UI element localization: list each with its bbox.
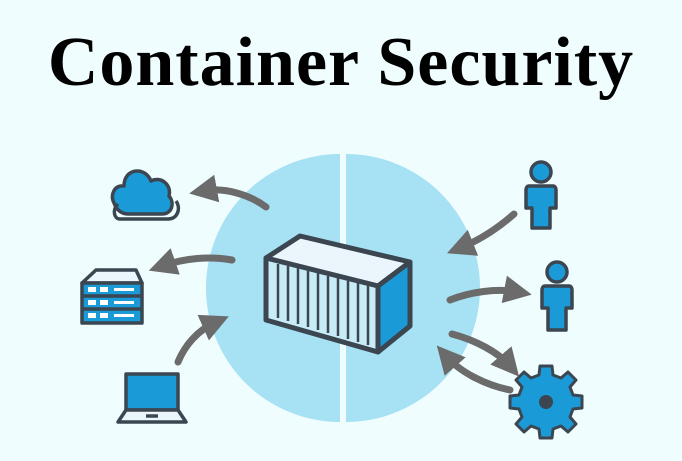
container-ribs xyxy=(276,264,370,345)
arrow-to-gear xyxy=(448,330,520,377)
container-end xyxy=(375,259,413,355)
user-icon-middle xyxy=(540,260,574,332)
page-title: Container Security xyxy=(47,24,635,101)
cloud-icon xyxy=(110,169,181,221)
arrow-from-laptop xyxy=(174,314,229,366)
arrow-to-cloud xyxy=(189,174,270,211)
user-icon-top xyxy=(524,160,558,230)
arrow-from-user-top xyxy=(447,210,518,256)
server-icon xyxy=(80,268,144,325)
arrows xyxy=(148,174,532,394)
arrow-to-server xyxy=(148,248,236,275)
arrow-to-user-middle xyxy=(446,275,532,304)
server-top xyxy=(80,268,144,285)
laptop-icon xyxy=(116,372,188,424)
arrow-from-gear xyxy=(436,345,514,394)
shipping-container-icon xyxy=(263,233,413,355)
gear-icon xyxy=(508,364,584,440)
laptop-screen xyxy=(124,372,180,412)
